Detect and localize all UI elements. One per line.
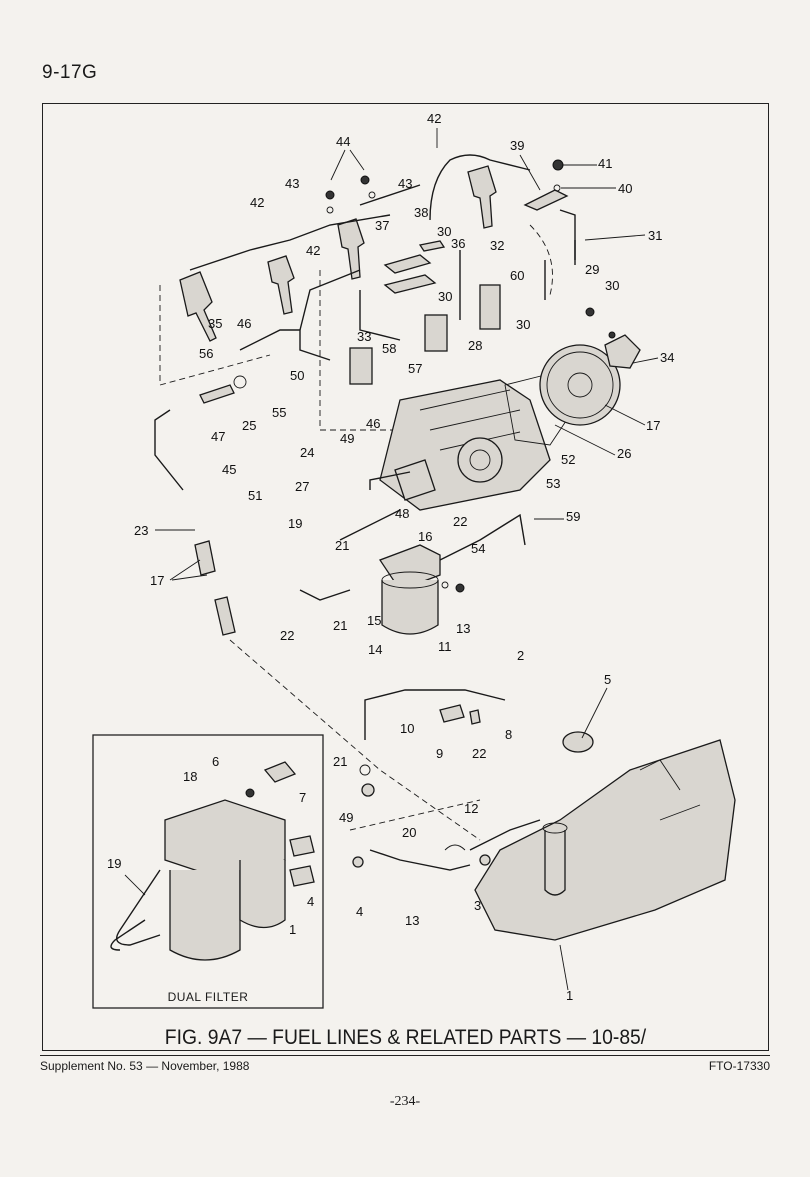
callout: 36	[451, 236, 465, 251]
dampers	[349, 284, 501, 385]
callout: 30	[605, 278, 619, 293]
callout: 55	[272, 405, 286, 420]
callout: 19	[288, 516, 302, 531]
injection-pump	[379, 379, 551, 511]
callout: 19	[107, 856, 121, 871]
callout: 20	[402, 825, 416, 840]
callout: 11	[438, 639, 452, 654]
callout: 30	[516, 317, 530, 332]
callout: 42	[306, 243, 320, 258]
callout: 34	[660, 350, 674, 365]
callout: 46	[237, 316, 251, 331]
dual-filter-inset	[92, 734, 324, 1009]
callout: 41	[598, 156, 612, 171]
callout: 47	[211, 429, 225, 444]
callout: 30	[437, 224, 451, 239]
callout: 4	[307, 894, 314, 909]
callout: 1	[289, 922, 296, 937]
callout: 12	[464, 801, 478, 816]
callout: 50	[290, 368, 304, 383]
callout: 49	[340, 431, 354, 446]
callout: 16	[418, 529, 432, 544]
callout: 35	[208, 316, 222, 331]
callout: 58	[382, 341, 396, 356]
page-footer-number: -234-	[389, 1094, 421, 1109]
leader-lines	[124, 128, 659, 991]
callout: 7	[299, 790, 306, 805]
callout: 18	[183, 769, 197, 784]
callout: 22	[280, 628, 294, 643]
callout: 13	[405, 913, 419, 928]
callout: 40	[618, 181, 632, 196]
callout: 54	[471, 541, 485, 556]
fuel-tank	[474, 731, 736, 941]
callout: 21	[333, 754, 347, 769]
tank-supply-line	[359, 689, 506, 797]
callout: 2	[517, 648, 524, 663]
callout: 31	[648, 228, 662, 243]
callout: 21	[335, 538, 349, 553]
callout: 42	[427, 111, 441, 126]
left-line	[154, 375, 481, 841]
callout-labels: 42 39 41 44 43 43 40 42 38 37 30 36 32 3…	[107, 111, 674, 1003]
callout: 17	[646, 418, 660, 433]
callout: 1	[566, 988, 573, 1003]
callout: 21	[333, 618, 347, 633]
callout: 49	[339, 810, 353, 825]
callout: 30	[438, 289, 452, 304]
callout: 9	[436, 746, 443, 761]
fuel-filter	[379, 544, 465, 635]
callout: 39	[510, 138, 524, 153]
callout: 60	[510, 268, 524, 283]
callout: 3	[474, 898, 481, 913]
callout: 43	[398, 176, 412, 191]
callout: 28	[468, 338, 482, 353]
callout: 5	[604, 672, 611, 687]
filter-lines	[299, 471, 526, 601]
injector-group	[179, 154, 576, 342]
callout: 48	[395, 506, 409, 521]
callout: 27	[295, 479, 309, 494]
callout: 4	[356, 904, 363, 919]
callout: 6	[212, 754, 219, 769]
callout: 13	[456, 621, 470, 636]
callout: 22	[472, 746, 486, 761]
callout: 59	[566, 509, 580, 524]
callout: 23	[134, 523, 148, 538]
callout: 25	[242, 418, 256, 433]
figure-caption: FIG. 9A7 — FUEL LINES & RELATED PARTS — …	[164, 1026, 647, 1049]
callout: 33	[357, 329, 371, 344]
callout: 22	[453, 514, 467, 529]
callout: 10	[400, 721, 414, 736]
callout: 44	[336, 134, 350, 149]
footer-rule	[40, 1055, 770, 1056]
callout: 15	[367, 613, 381, 628]
drive-gear	[504, 307, 641, 446]
callout: 56	[199, 346, 213, 361]
callout: 32	[490, 238, 504, 253]
callout: 37	[375, 218, 389, 233]
callout: 17	[150, 573, 164, 588]
callout: 43	[285, 176, 299, 191]
callout: 51	[248, 488, 262, 503]
callout: 38	[414, 205, 428, 220]
inset-label: DUAL FILTER	[167, 990, 249, 1004]
page-number: 9-17G	[42, 62, 98, 83]
callout: 46	[366, 416, 380, 431]
figure-code: FTO-17330	[708, 1059, 770, 1073]
callout: 14	[368, 642, 382, 657]
callout: 57	[408, 361, 422, 376]
callout: 8	[505, 727, 512, 742]
callout: 26	[617, 446, 631, 461]
return-lines	[349, 799, 541, 871]
callout: 52	[561, 452, 575, 467]
supplement-note: Supplement No. 53 — November, 1988	[40, 1059, 250, 1073]
callout: 42	[250, 195, 264, 210]
callout: 45	[222, 462, 236, 477]
figure-frame	[42, 103, 769, 1051]
callout: 24	[300, 445, 314, 460]
callout: 53	[546, 476, 560, 491]
callout: 29	[585, 262, 599, 277]
